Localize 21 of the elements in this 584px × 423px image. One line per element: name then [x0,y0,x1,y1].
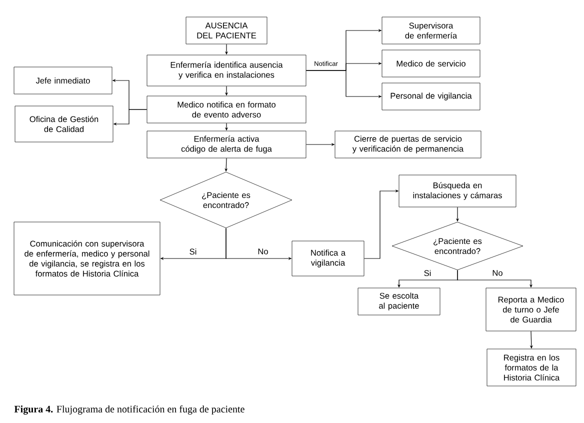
process-box: Oficina de Gestión de Calidad [14,106,114,142]
process-box: Se escolta al paciente [358,288,440,316]
edge-label: No [491,269,504,277]
process-box: Supervisora de enfermería [382,16,480,44]
process-box: Registra en los formatos de la Historia Clínica [486,348,576,386]
edge-label: Si [422,268,432,278]
process-box: Reporta a Medico de turno o Jefe de Guardia [486,288,576,332]
process-box: Enfermería activa código de alerta de fuga [146,130,306,158]
process-box: Jefe inmediato [14,66,112,94]
process-box: Enfermería identifica ausencia y verifica en instalaciones [146,54,306,86]
edge-label: Si [188,247,198,256]
process-box: Búsqueda en instalaciones y cámaras [398,174,516,208]
process-box: Medico notifica en formato de evento adverso [146,96,306,124]
edge-label: No [256,248,270,256]
process-box: Notifica a vigilancia [292,240,364,276]
process-box: Medico de servicio [382,50,480,78]
process-box: AUSENCIA DEL PACIENTE [186,16,268,44]
process-box: Personal de vigilancia [382,82,480,110]
figure-caption: Figura 4. Flujograma de notificación en fuga de paciente [14,405,244,415]
process-box: Comunicación con supervisora de enfermería, medico y personal de vigilancia, se registra en los formatos de Historia Clínica [14,222,160,296]
process-box: Cierre de puertas de servicio y verificación de permanencia [334,130,482,158]
